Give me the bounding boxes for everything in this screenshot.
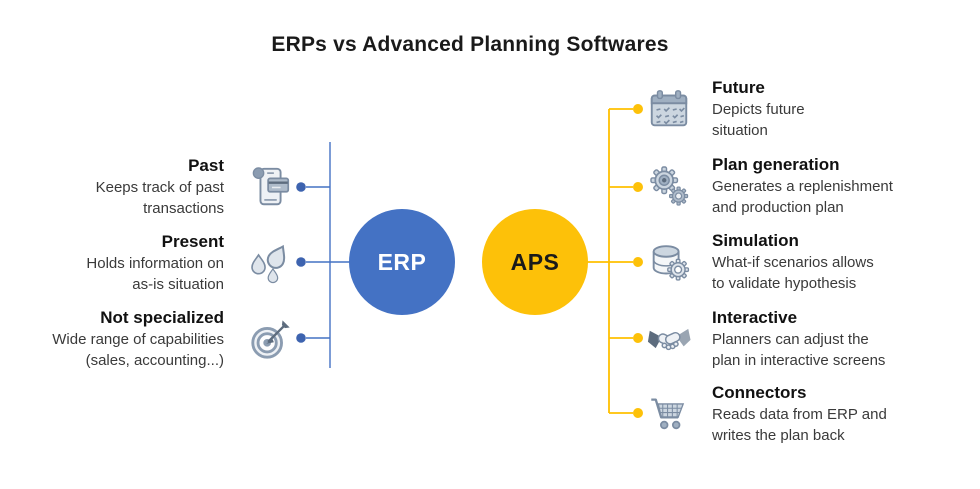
page-title: ERPs vs Advanced Planning Softwares (271, 33, 669, 56)
item-line: What-if scenarios allows (712, 254, 874, 271)
target-dart-icon (248, 314, 294, 364)
item-heading: Simulation (712, 231, 799, 250)
shopping-cart-icon (646, 389, 692, 439)
item-line: (sales, accounting...) (85, 352, 224, 369)
item-line: Generates a replenishment (712, 178, 893, 195)
aps-item-connectors-text: Connectors Reads data from ERP and write… (712, 382, 887, 446)
item-line: Holds information on (86, 255, 224, 272)
aps-item-simulation: Simulation What-if scenarios allows to v… (646, 227, 936, 297)
item-line: plan in interactive screens (712, 352, 886, 369)
aps-circle: APS (482, 209, 588, 315)
item-line: transactions (143, 200, 224, 217)
aps-item-future-text: Future Depicts future situation (712, 77, 805, 141)
item-line: Wide range of capabilities (52, 331, 224, 348)
erp-dot-past (296, 182, 306, 192)
item-heading: Future (712, 78, 765, 97)
item-line: Planners can adjust the (712, 331, 869, 348)
aps-dot-interactive (633, 333, 643, 343)
erp-circle: ERP (349, 209, 455, 315)
item-heading: Plan generation (712, 155, 840, 174)
item-line: Reads data from ERP and (712, 406, 887, 423)
erp-item-past: Past Keeps track of past transactions (10, 150, 294, 224)
item-line: writes the plan back (712, 427, 845, 444)
gears-icon (646, 161, 692, 211)
aps-item-simulation-text: Simulation What-if scenarios allows to v… (712, 230, 874, 294)
erp-item-not-specialized-text: Not specialized Wide range of capabiliti… (52, 307, 224, 371)
erp-label: ERP (377, 248, 427, 275)
item-line: Depicts future (712, 101, 805, 118)
database-gear-icon (646, 237, 692, 287)
aps-dot-plangeneration (633, 182, 643, 192)
item-line: and production plan (712, 199, 844, 216)
aps-item-future: Future Depicts future situation (646, 74, 936, 144)
water-drops-icon (248, 238, 294, 288)
aps-dot-connectors (633, 408, 643, 418)
aps-item-interactive-text: Interactive Planners can adjust the plan… (712, 307, 885, 371)
erp-item-present-text: Present Holds information on as-is situa… (86, 231, 224, 295)
item-line: Keeps track of past (95, 179, 224, 196)
erp-item-past-text: Past Keeps track of past transactions (96, 155, 224, 219)
item-line: situation (712, 122, 768, 139)
item-heading: Past (188, 156, 224, 175)
item-line: as-is situation (132, 276, 224, 293)
item-heading: Present (161, 232, 224, 251)
item-heading: Not specialized (100, 308, 224, 327)
aps-item-interactive: Interactive Planners can adjust the plan… (646, 304, 936, 374)
item-heading: Connectors (712, 383, 807, 402)
aps-item-plan-generation: Plan generation Generates a replenishmen… (646, 151, 936, 221)
calendar-icon (646, 84, 692, 134)
erp-dot-present (296, 257, 306, 267)
item-heading: Interactive (712, 308, 798, 327)
mobile-payment-icon (248, 162, 294, 212)
item-line: to validate hypothesis (712, 275, 857, 292)
erp-item-not-specialized: Not specialized Wide range of capabiliti… (10, 302, 294, 376)
handshake-icon (646, 314, 692, 364)
aps-label: APS (510, 248, 560, 275)
erp-item-present: Present Holds information on as-is situa… (10, 226, 294, 300)
erp-dot-notspecialized (296, 333, 306, 343)
aps-dot-simulation (633, 257, 643, 267)
aps-item-connectors: Connectors Reads data from ERP and write… (646, 379, 936, 449)
aps-dot-future (633, 104, 643, 114)
aps-item-plan-generation-text: Plan generation Generates a replenishmen… (712, 154, 893, 218)
